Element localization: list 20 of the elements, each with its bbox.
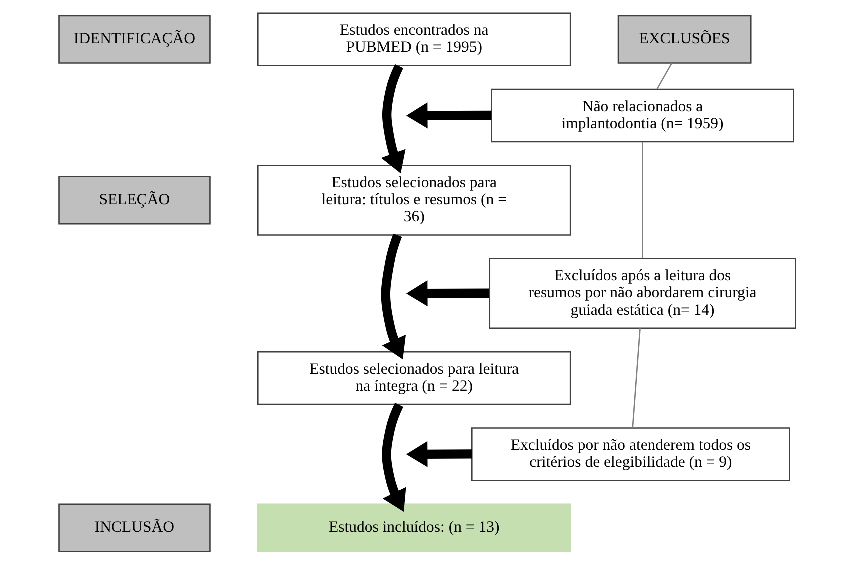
- connector: [656, 63, 673, 90]
- node-box: Estudos incluídos: (n = 13): [257, 504, 572, 552]
- node-box: INCLUSÃO: [58, 504, 211, 552]
- connector: [632, 328, 641, 428]
- node-box: Não relacionados a implantodontia (n= 1959): [491, 88, 794, 143]
- node-box: SELEÇÃO: [58, 176, 211, 225]
- arrow: [406, 441, 472, 468]
- node-box: Excluídos por não atenderem todos os critérios de elegibilidade (n = 9): [471, 428, 790, 482]
- arrow: [406, 102, 492, 129]
- arrow: [381, 64, 406, 174]
- node-box: Estudos selecionados para leitura: títulos e resumos (n = 36): [257, 165, 572, 236]
- node-box: Estudos encontrados na PUBMED (n = 1995): [257, 12, 572, 67]
- arrow: [381, 234, 406, 360]
- node-box: Excluídos após a leitura dos resumos por não abordarem cirurgia guiada estática (n= 14): [489, 258, 796, 330]
- connector: [642, 142, 644, 258]
- node-box: Estudos selecionados para leitura na íntegra (n = 22): [257, 351, 572, 406]
- arrow: [406, 280, 490, 307]
- arrow: [382, 403, 406, 512]
- node-box: IDENTIFICAÇÃO: [58, 15, 211, 64]
- node-box: EXCLUSÕES: [618, 15, 752, 64]
